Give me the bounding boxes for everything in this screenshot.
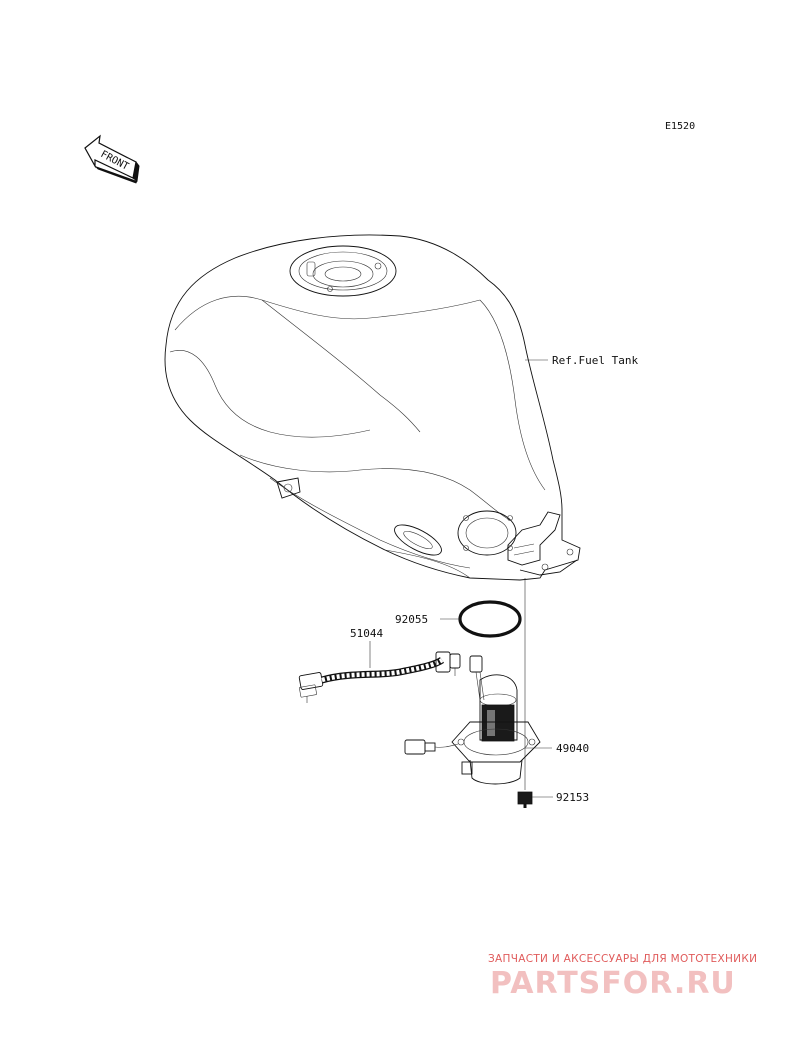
wiring-harness (298, 651, 461, 703)
label-ref-fuel-tank: Ref.Fuel Tank (552, 354, 638, 367)
bolt (517, 791, 533, 808)
watermark-logo: PARTSFOR.RU (490, 966, 736, 1001)
watermark-tagline: ЗАПЧАСТИ И АКСЕССУАРЫ ДЛЯ МОТОТЕХНИКИ (488, 953, 757, 965)
fuel-pump (404, 655, 541, 785)
front-arrow-icon: FRONT (84, 134, 140, 184)
label-49040: 49040 (556, 742, 589, 755)
label-92055: 92055 (395, 613, 428, 626)
label-51044: 51044 (350, 627, 383, 640)
label-92153: 92153 (556, 791, 589, 804)
gasket-ring (458, 600, 522, 638)
diagram-code: E1520 (665, 121, 695, 132)
fuel-tank-drawing (164, 234, 581, 581)
